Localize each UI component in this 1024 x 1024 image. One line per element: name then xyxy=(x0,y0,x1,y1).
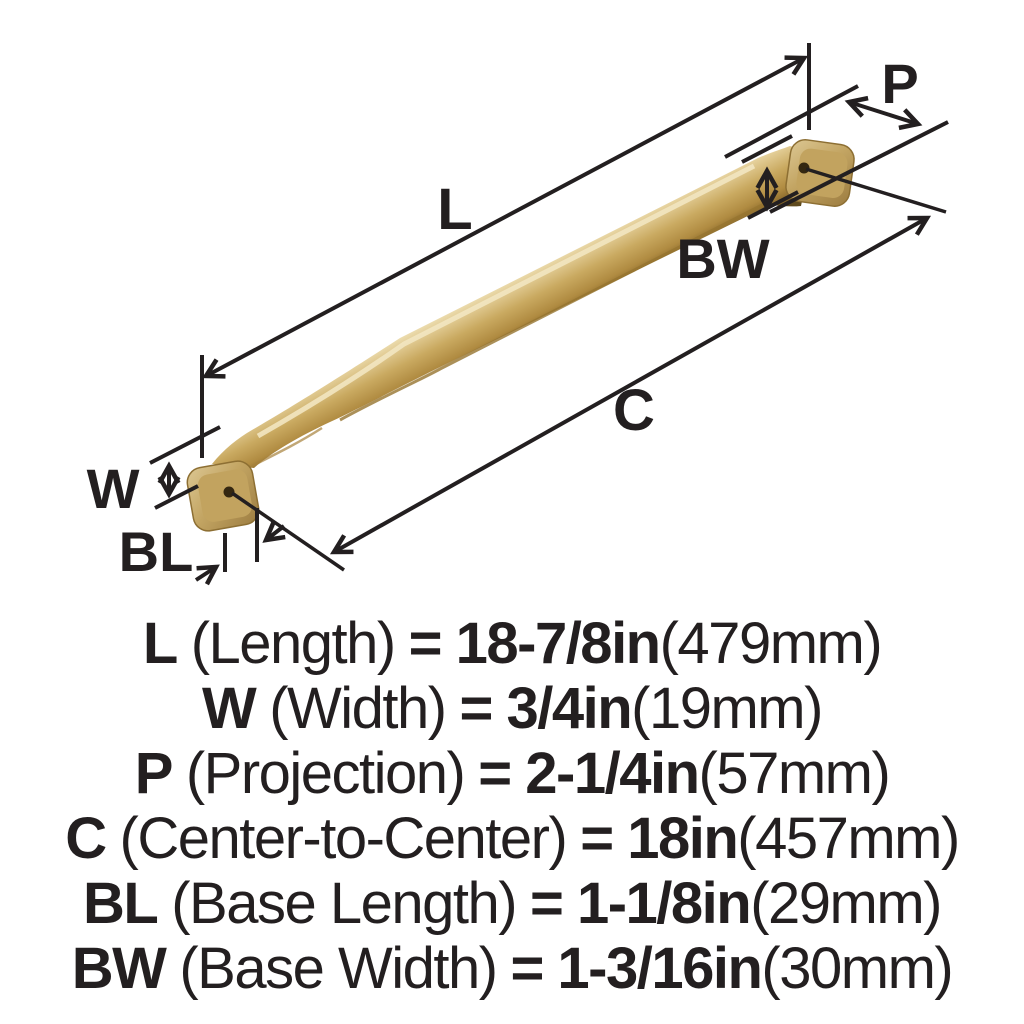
spec-value-imperial: = 1-3/16in xyxy=(510,936,762,1001)
spec-row: BW(Base Width)= 1-3/16in(30mm) xyxy=(0,936,1024,1001)
spec-value-metric: (57mm) xyxy=(698,741,891,806)
spec-value-imperial: = 18-7/8in xyxy=(408,611,661,676)
callout-C: C xyxy=(613,378,655,443)
spec-row: BL(Base Length)= 1-1/8in(29mm) xyxy=(0,871,1024,936)
dim-line-P xyxy=(844,95,923,131)
spec-value-metric: (479mm) xyxy=(659,611,883,676)
callout-BW: BW xyxy=(676,227,769,290)
ext-line-P-outer xyxy=(769,120,949,214)
spec-value-metric: (30mm) xyxy=(761,936,953,1001)
spec-symbol: BW xyxy=(71,936,167,1001)
dimension-lines xyxy=(149,43,949,586)
leader-line-right xyxy=(805,167,947,214)
spec-symbol: P xyxy=(134,741,174,806)
spec-value-metric: (19mm) xyxy=(631,676,823,741)
spec-row: P(Projection)= 2-1/4in(57mm) xyxy=(0,741,1024,806)
spec-name: (Base Length) xyxy=(171,871,517,936)
spec-symbol: C xyxy=(65,806,107,871)
arrow-BL-right xyxy=(262,521,286,543)
callout-W: W xyxy=(87,457,140,520)
spec-row: W(Width)= 3/4in(19mm) xyxy=(0,676,1024,741)
callout-P: P xyxy=(881,52,918,115)
handle-neck-crease xyxy=(251,426,323,468)
spec-value-imperial: = 3/4in xyxy=(459,676,633,741)
spec-symbol: W xyxy=(202,676,257,741)
dim-line-C xyxy=(329,215,932,555)
spec-value-metric: (29mm) xyxy=(750,871,942,936)
spec-value-imperial: = 1-1/8in xyxy=(529,871,752,936)
leader-line-left xyxy=(231,491,345,572)
arrow-BL-left xyxy=(194,564,220,586)
spec-name: (Length) xyxy=(190,611,397,676)
dimension-specs: L(Length)= 18-7/8in(479mm) W(Width)= 3/4… xyxy=(0,611,1024,1001)
callout-BL: BL xyxy=(119,520,194,583)
spec-name: (Center-to-Center) xyxy=(119,806,568,871)
tick-BW-top xyxy=(741,134,793,164)
tick-W-top xyxy=(149,425,221,465)
left-base-pad xyxy=(186,460,260,532)
handle-diagram-svg: L P BW C W BL xyxy=(87,43,949,586)
spec-row: L(Length)= 18-7/8in(479mm) xyxy=(0,611,1024,676)
spec-value-imperial: = 18in xyxy=(580,806,739,871)
spec-name: (Width) xyxy=(269,676,447,741)
spec-symbol: L xyxy=(142,611,178,676)
spec-name: (Projection) xyxy=(185,741,466,806)
callout-L: L xyxy=(437,177,472,242)
ext-line-P-inner xyxy=(724,84,859,159)
spec-name: (Base Width) xyxy=(179,936,498,1001)
handle-bar xyxy=(212,146,812,468)
spec-value-imperial: = 2-1/4in xyxy=(478,741,700,806)
spec-symbol: BL xyxy=(83,871,159,936)
spec-row: C(Center-to-Center)= 18in(457mm) xyxy=(0,806,1024,871)
spec-value-metric: (457mm) xyxy=(737,806,960,871)
